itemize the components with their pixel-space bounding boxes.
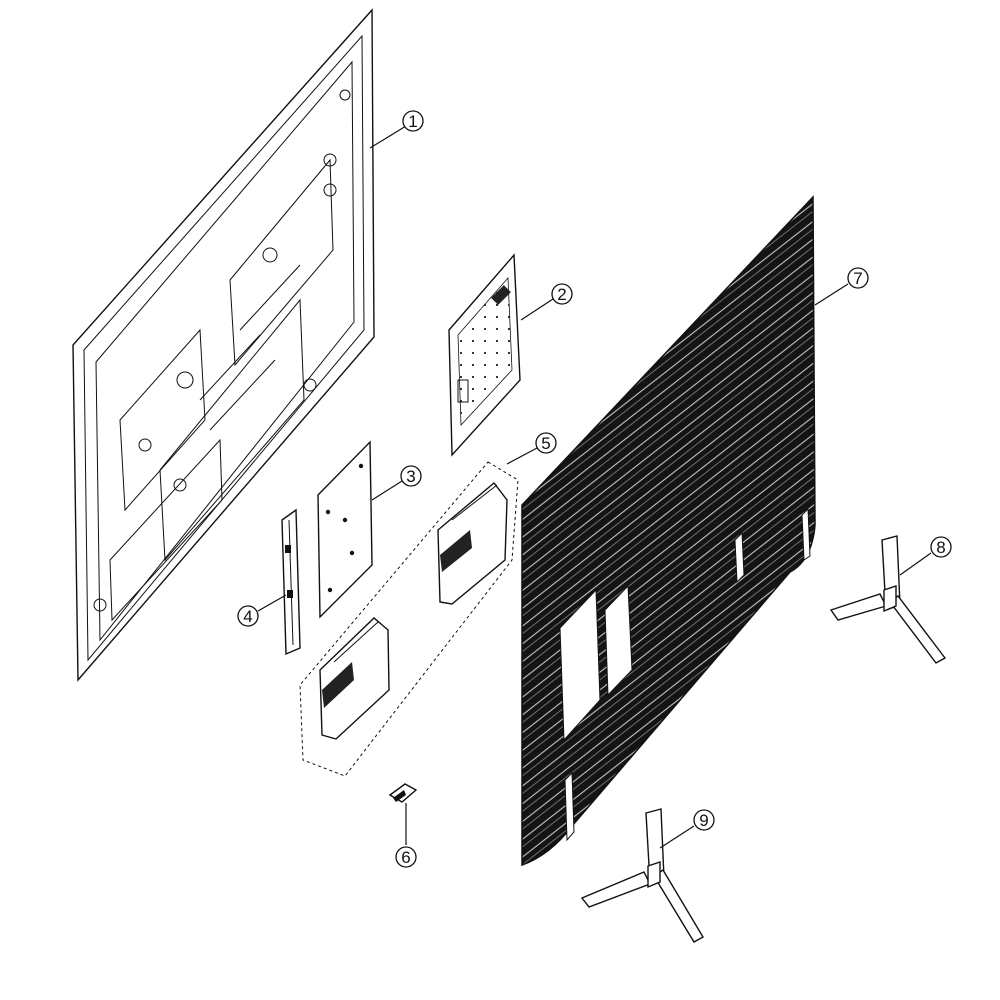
callout-number-1: 1 (408, 112, 417, 131)
callout-9: 9 (693, 809, 715, 831)
callout-bubble-5 (535, 432, 557, 454)
callout-bubble-7 (847, 267, 869, 289)
callout-bubble-8 (930, 536, 952, 558)
leader-line-3 (371, 480, 403, 501)
leader-line-2 (520, 298, 554, 321)
callout-bubble-3 (400, 465, 422, 487)
callout-4: 4 (237, 605, 259, 627)
leader-line-1 (369, 125, 407, 149)
callout-bubble-6 (395, 846, 417, 868)
callout-1: 1 (402, 110, 424, 132)
callout-bubble-9 (693, 809, 715, 831)
clip-part (388, 783, 418, 803)
leader-line-9 (659, 825, 695, 849)
callout-number-9: 9 (699, 811, 708, 830)
callout-number-2: 2 (557, 285, 566, 304)
leader-line-7 (814, 283, 849, 306)
rear-cover-part (521, 195, 816, 867)
display-panel-part (72, 8, 375, 682)
leader-line-4 (257, 594, 287, 612)
callout-bubble-4 (237, 605, 259, 627)
callout-number-7: 7 (853, 269, 862, 288)
callout-number-5: 5 (541, 434, 550, 453)
power-board-part (317, 440, 373, 619)
main-board-part (448, 253, 521, 457)
leader-line-8 (899, 552, 932, 576)
callout-number-4: 4 (243, 607, 252, 626)
leader-line-5 (506, 447, 538, 465)
callout-number-6: 6 (401, 848, 410, 867)
callout-8: 8 (930, 536, 952, 558)
callout-bubble-1 (402, 110, 424, 132)
bracket-part (281, 508, 301, 656)
callout-7: 7 (847, 267, 869, 289)
callout-2: 2 (551, 283, 573, 305)
callout-5: 5 (535, 432, 557, 454)
stand-leg-left-part (580, 808, 704, 943)
callout-number-8: 8 (936, 538, 945, 557)
callout-3: 3 (400, 465, 422, 487)
callout-bubble-2 (551, 283, 573, 305)
callout-6: 6 (395, 846, 417, 868)
leader-lines (257, 125, 932, 849)
speaker-assembly-part (299, 461, 519, 777)
callout-number-3: 3 (406, 467, 415, 486)
stand-leg-right-part (829, 535, 947, 664)
